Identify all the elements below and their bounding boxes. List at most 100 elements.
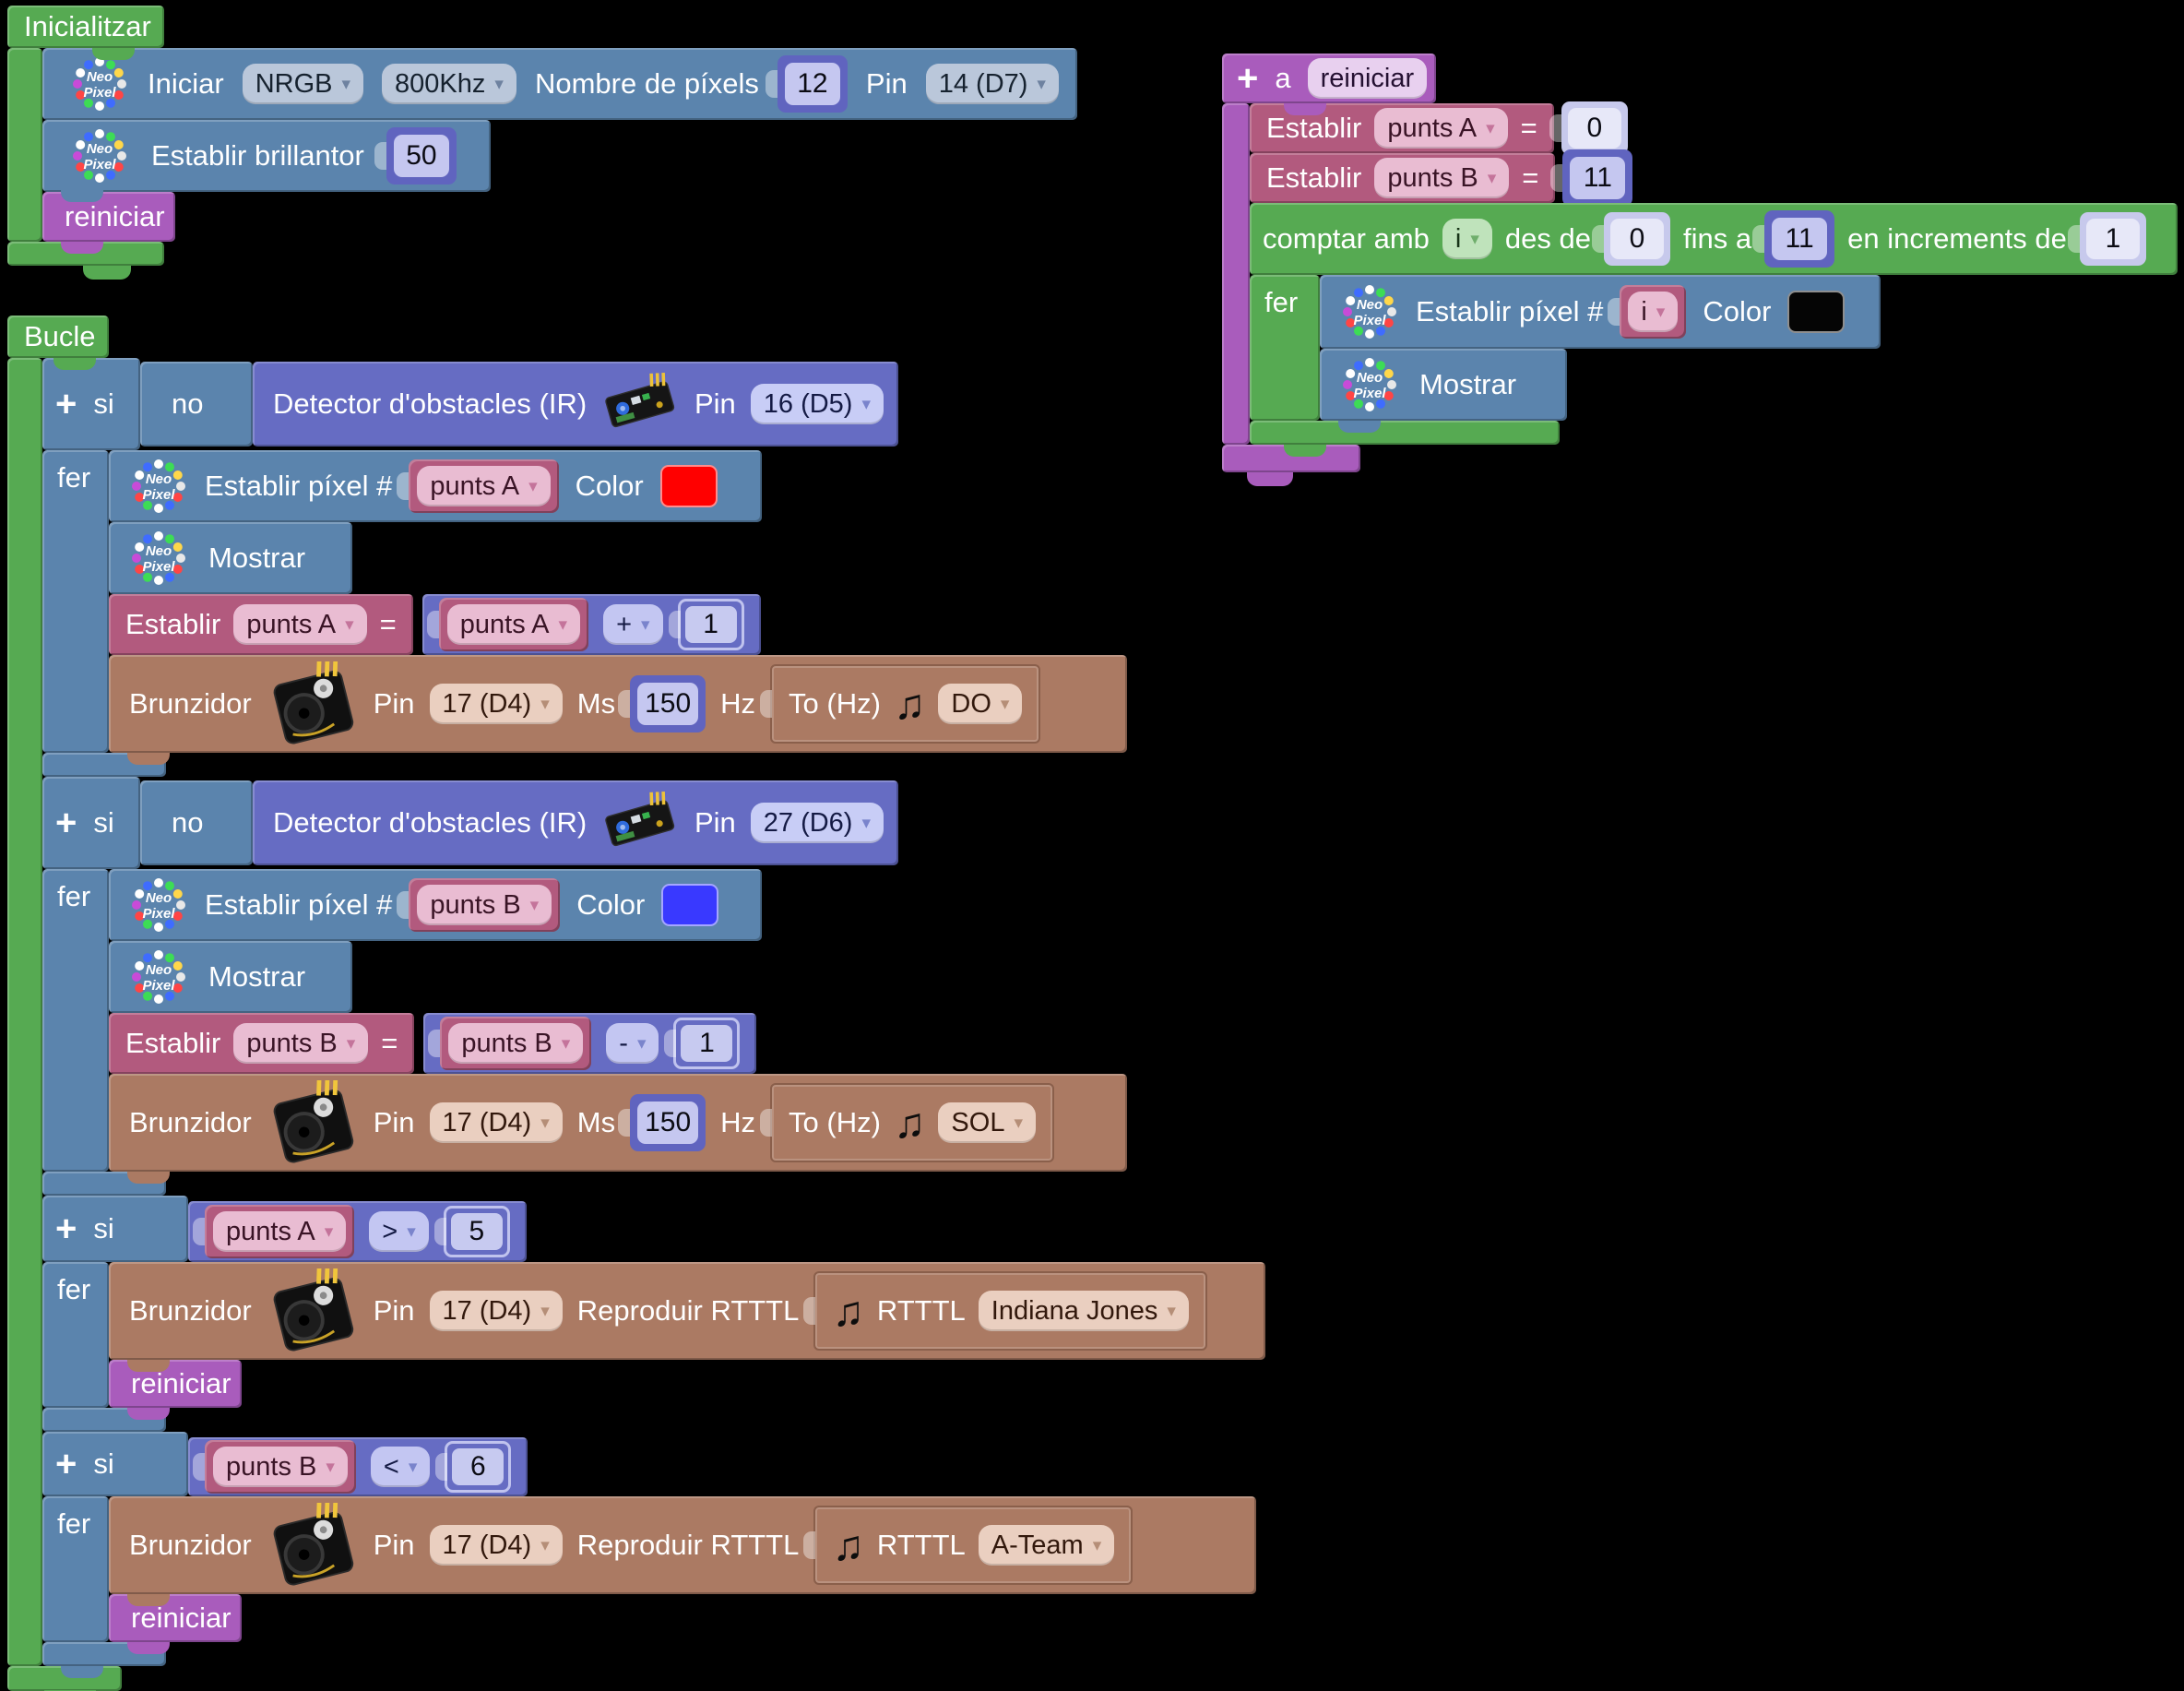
if2-setpixel-block[interactable]: Establir píxel # punts B▾ Color [109, 869, 762, 941]
set-puntsA-block[interactable]: Establir punts A▾ = 0 [1250, 101, 1628, 155]
neopixel-brightness-block[interactable]: Establir brillantor 50 [42, 120, 491, 192]
rtttl-block[interactable]: ♫ RTTTL A-Team▾ [813, 1506, 1134, 1585]
if2-header[interactable]: + si [42, 777, 140, 869]
if3-do-rail[interactable]: fer [42, 1262, 109, 1408]
math-block[interactable]: punts B▾ -▾ 1 [423, 1013, 757, 1074]
var-dropdown[interactable]: punts A▾ [1374, 108, 1508, 149]
call-reiniciar-block[interactable]: reiniciar [42, 192, 175, 242]
var-puntsB-block[interactable]: punts B▾ [440, 1017, 592, 1070]
operator-dropdown[interactable]: -▾ [606, 1023, 659, 1064]
operator-dropdown[interactable]: >▾ [369, 1211, 429, 1252]
brightness-field[interactable]: 50 [386, 127, 457, 185]
if3-condition-block[interactable]: punts A▾ >▾ 5 [188, 1201, 527, 1262]
num-field[interactable]: 6 [445, 1441, 512, 1493]
var-dropdown[interactable]: punts A▾ [417, 466, 551, 506]
if2-assign-block[interactable]: Establir punts B▾ = punts B▾ -▾ 1 [109, 1013, 757, 1074]
count-loop-block[interactable]: comptar amb i▾ des de 0 fins a 11 en inc… [1250, 203, 2178, 275]
var-puntsA-block[interactable]: punts A▾ [409, 459, 559, 513]
var-dropdown[interactable]: punts B▾ [417, 885, 552, 925]
if1-do-rail[interactable]: fer [42, 450, 109, 753]
num-field[interactable]: 1 [677, 599, 744, 650]
to-field[interactable]: 11 [1764, 210, 1835, 268]
var-i-block[interactable]: i▾ [1620, 285, 1687, 339]
color-field[interactable] [661, 884, 719, 926]
neopixel-show-block[interactable]: Mostrar [1320, 349, 1567, 421]
tone-block[interactable]: To (Hz) ♫ SOL▾ [770, 1083, 1054, 1162]
by-field[interactable]: 1 [2079, 212, 2146, 266]
pin-dropdown[interactable]: 17 (D4)▾ [429, 1525, 563, 1566]
var-puntsB-block[interactable]: punts B▾ [205, 1440, 356, 1494]
if1-not-block[interactable]: no [140, 362, 253, 447]
var-dropdown[interactable]: punts A▾ [446, 604, 581, 645]
var-dropdown[interactable]: punts A▾ [213, 1211, 347, 1252]
if1-setpixel-block[interactable]: Establir píxel # punts A▾ Color [109, 450, 762, 522]
function-name-field[interactable]: reiniciar [1307, 58, 1428, 99]
set-puntsB-block[interactable]: Establir punts B▾ = 11 [1250, 149, 1633, 207]
tone-block[interactable]: To (Hz) ♫ DO▾ [770, 664, 1041, 744]
plus-icon[interactable]: + [55, 384, 77, 424]
pin-dropdown[interactable]: 17 (D4)▾ [429, 1291, 563, 1331]
var-puntsB-block[interactable]: punts B▾ [409, 878, 561, 932]
strip-freq-dropdown[interactable]: 800Khz▾ [382, 64, 516, 104]
if4-header[interactable]: + si [42, 1432, 188, 1496]
if1-header[interactable]: + si [42, 358, 140, 450]
init-left-rail[interactable] [7, 48, 42, 242]
ms-field[interactable]: 150 [630, 1094, 706, 1151]
pin-dropdown[interactable]: 14 (D7)▾ [925, 64, 1059, 104]
note-dropdown[interactable]: SOL▾ [938, 1102, 1036, 1143]
if2-buzzer-block[interactable]: Brunzidor Pin 17 (D4)▾ Ms 150 Hz To (Hz)… [109, 1074, 1127, 1172]
ms-field[interactable]: 150 [630, 675, 706, 732]
function-def-hat[interactable]: + a reiniciar [1222, 54, 1436, 103]
neopixel-start-block[interactable]: Iniciar NRGB▾ 800Khz▾ Nombre de píxels 1… [42, 48, 1077, 120]
pin-dropdown[interactable]: 17 (D4)▾ [429, 1102, 563, 1143]
loop-bottom-bar[interactable] [1250, 421, 1560, 445]
if2-not-block[interactable]: no [140, 780, 253, 865]
loop-do-rail[interactable]: fer [1250, 275, 1320, 421]
num-field[interactable]: 5 [443, 1206, 510, 1257]
note-dropdown[interactable]: DO▾ [938, 684, 1023, 724]
var-dropdown[interactable]: punts B▾ [448, 1023, 584, 1064]
loop-var-dropdown[interactable]: i▾ [1442, 219, 1492, 259]
song-dropdown[interactable]: Indiana Jones▾ [978, 1291, 1189, 1331]
operator-dropdown[interactable]: +▾ [603, 604, 663, 645]
value-field[interactable]: 11 [1562, 149, 1633, 207]
if2-do-rail[interactable]: fer [42, 869, 109, 1172]
var-puntsA-block[interactable]: punts A▾ [438, 598, 589, 651]
neopixel-setpixel-block[interactable]: Establir píxel # i▾ Color [1320, 275, 1881, 349]
var-dropdown[interactable]: punts A▾ [233, 604, 367, 645]
if1-show-block[interactable]: Mostrar [109, 522, 352, 594]
plus-icon[interactable]: + [55, 1444, 77, 1484]
pin-dropdown[interactable]: 27 (D6)▾ [750, 803, 884, 843]
if4-condition-block[interactable]: punts B▾ <▾ 6 [188, 1437, 528, 1496]
if2-show-block[interactable]: Mostrar [109, 941, 352, 1013]
if4-do-rail[interactable]: fer [42, 1496, 109, 1642]
pin-dropdown[interactable]: 17 (D4)▾ [429, 684, 563, 724]
if3-header[interactable]: + si [42, 1196, 188, 1262]
from-field[interactable]: 0 [1603, 212, 1670, 266]
if1-buzzer-block[interactable]: Brunzidor Pin 17 (D4)▾ Ms 150 Hz To (Hz)… [109, 655, 1127, 753]
rtttl-block[interactable]: ♫ RTTTL Indiana Jones▾ [813, 1271, 1207, 1351]
plus-icon[interactable]: + [1237, 58, 1259, 99]
init-hat-block[interactable]: Inicialitzar [7, 6, 164, 48]
var-puntsA-block[interactable]: punts A▾ [205, 1205, 355, 1258]
color-field[interactable] [659, 465, 718, 507]
bucle-left-rail[interactable] [7, 358, 42, 1666]
num-pixels-field[interactable]: 12 [777, 55, 848, 113]
func-left-rail[interactable] [1222, 103, 1250, 445]
value-field[interactable]: 0 [1561, 101, 1628, 155]
color-field[interactable] [1787, 291, 1846, 333]
if1-sensor-block[interactable]: Detector d'obstacles (IR) Pin 16 (D5)▾ [253, 362, 898, 447]
var-dropdown[interactable]: punts B▾ [213, 1447, 348, 1487]
plus-icon[interactable]: + [55, 1209, 77, 1249]
song-dropdown[interactable]: A-Team▾ [978, 1525, 1115, 1566]
pin-dropdown[interactable]: 16 (D5)▾ [750, 384, 884, 424]
if2-sensor-block[interactable]: Detector d'obstacles (IR) Pin 27 (D6)▾ [253, 780, 898, 865]
num-field[interactable]: 1 [673, 1018, 741, 1069]
plus-icon[interactable]: + [55, 803, 77, 843]
operator-dropdown[interactable]: <▾ [370, 1447, 431, 1487]
math-block[interactable]: punts A▾ +▾ 1 [421, 594, 761, 655]
if4-buzzer-rtttl-block[interactable]: Brunzidor Pin 17 (D4)▾ Reproduir RTTTL ♫… [109, 1496, 1256, 1594]
var-dropdown[interactable]: punts B▾ [1374, 158, 1510, 198]
bucle-hat-block[interactable]: Bucle [7, 316, 109, 358]
var-dropdown[interactable]: punts B▾ [233, 1023, 369, 1064]
